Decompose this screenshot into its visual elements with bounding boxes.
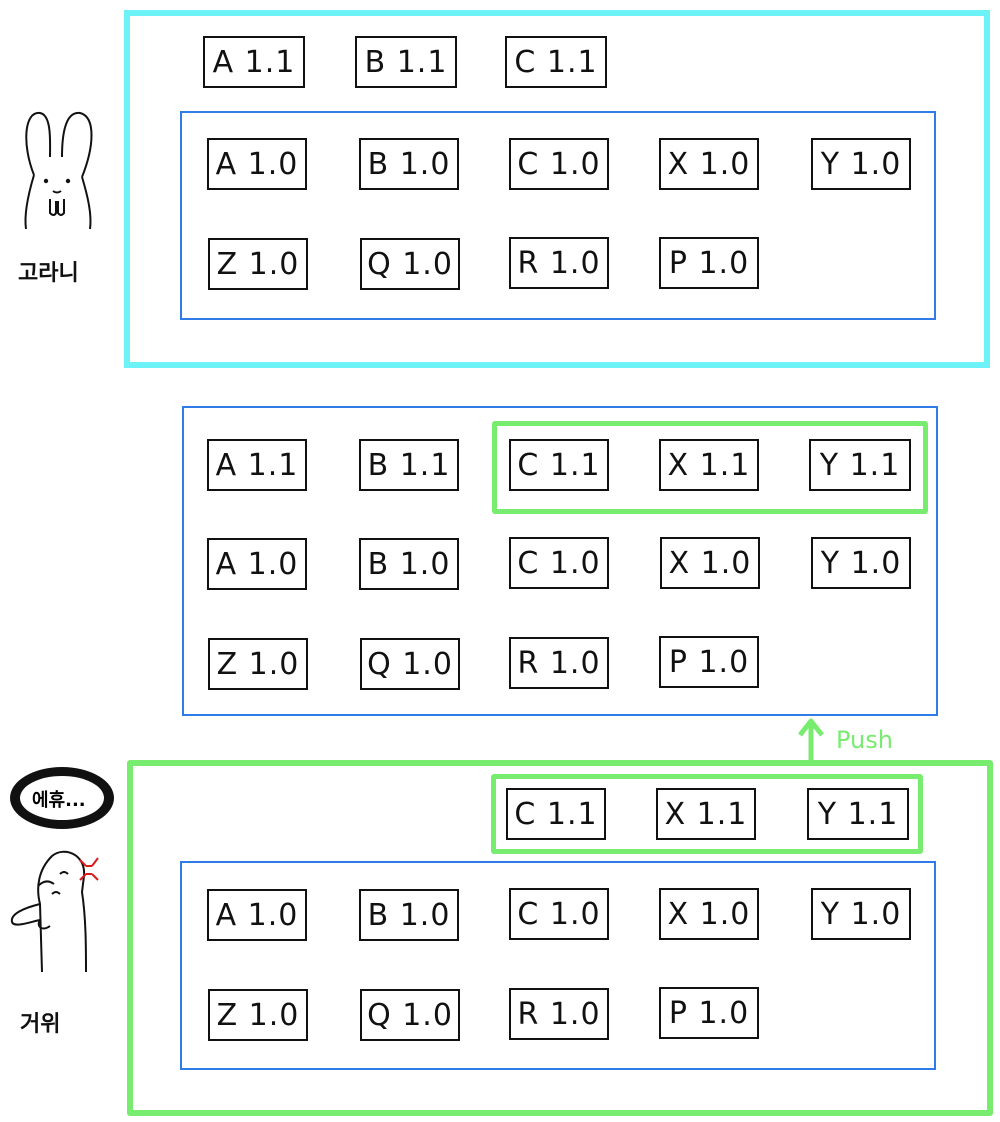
version-box: Y 1.1 [809, 439, 911, 491]
base-repo-frame [180, 861, 936, 1070]
push-arrow-icon [798, 718, 824, 765]
gorani-character-icon [24, 111, 93, 230]
version-box: C 1.0 [509, 888, 609, 940]
version-box: R 1.0 [509, 237, 609, 289]
version-box: C 1.1 [505, 36, 607, 88]
version-box: Y 1.0 [811, 138, 911, 190]
version-box: P 1.0 [659, 987, 759, 1039]
version-box: B 1.1 [355, 36, 457, 88]
version-box: C 1.1 [509, 439, 609, 491]
geowi-speech-text: 에휴... [32, 790, 86, 811]
version-box: Y 1.1 [807, 788, 909, 840]
version-box: C 1.1 [506, 788, 606, 840]
version-box: Q 1.0 [360, 638, 460, 690]
version-box: R 1.0 [509, 988, 609, 1040]
version-box: P 1.0 [659, 237, 759, 289]
base-repo-frame [180, 111, 936, 320]
version-box: C 1.0 [509, 138, 609, 190]
version-box: X 1.1 [659, 439, 759, 491]
version-box: A 1.1 [207, 439, 307, 491]
version-box: Y 1.0 [811, 888, 911, 940]
version-box: X 1.1 [656, 788, 756, 840]
remote-repo-frame [182, 406, 938, 716]
speech-bubble-icon [10, 767, 114, 829]
version-box: B 1.0 [359, 138, 459, 190]
version-box: Z 1.0 [208, 238, 308, 290]
push-label: Push [836, 726, 893, 754]
version-box: A 1.0 [207, 889, 307, 941]
pushed-commits-frame [492, 421, 928, 514]
version-box: X 1.0 [659, 888, 759, 940]
version-box: Z 1.0 [208, 638, 308, 690]
geowi-character-icon [10, 850, 99, 973]
version-box: B 1.1 [359, 439, 459, 491]
gorani-workspace-frame [124, 10, 990, 368]
version-box: C 1.0 [509, 537, 609, 589]
version-box: Q 1.0 [360, 989, 460, 1041]
gorani-label: 고라니 [18, 261, 79, 286]
version-box: X 1.0 [659, 138, 759, 190]
version-box: Z 1.0 [208, 989, 308, 1041]
version-box: P 1.0 [659, 636, 759, 688]
version-box: Y 1.0 [811, 537, 911, 589]
version-box: Q 1.0 [360, 238, 460, 290]
version-box: R 1.0 [509, 637, 609, 689]
version-box: B 1.0 [359, 889, 459, 941]
version-box: A 1.1 [203, 36, 305, 88]
geowi-label: 거위 [20, 1012, 61, 1037]
version-box: A 1.0 [207, 538, 307, 590]
geowi-workspace-frame [127, 760, 993, 1116]
new-commits-frame [491, 774, 923, 854]
version-box: A 1.0 [207, 138, 307, 190]
version-box: B 1.0 [359, 538, 459, 590]
version-box: X 1.0 [660, 537, 760, 589]
